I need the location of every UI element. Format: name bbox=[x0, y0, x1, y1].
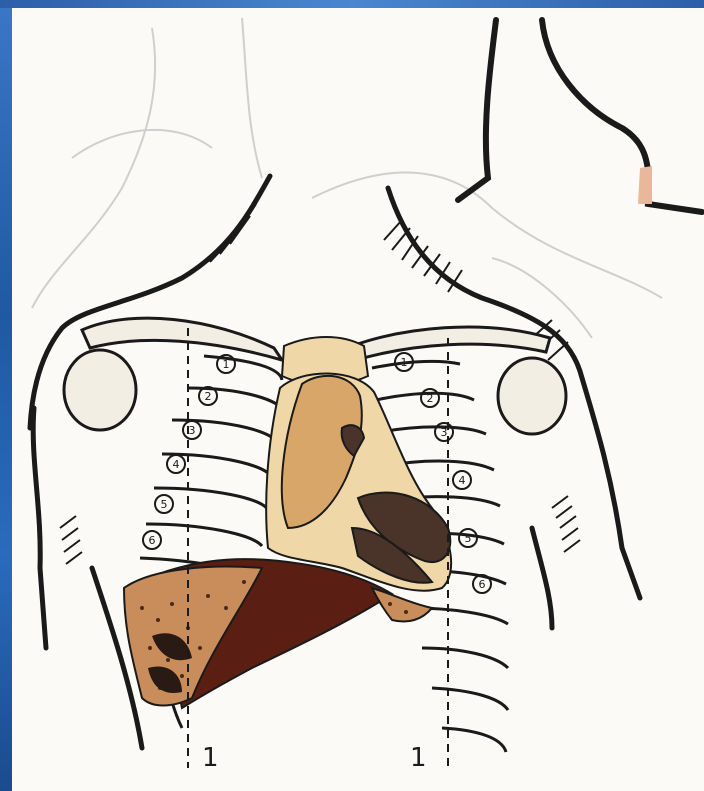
anatomical-diagram: 1 1 1 2 3 4 5 6 1 2 3 4 5 6 bbox=[12, 8, 704, 791]
inset-highlight bbox=[638, 166, 652, 204]
slide-frame-top bbox=[0, 0, 704, 8]
rib-number-right-4: 4 bbox=[173, 458, 180, 471]
shoulder-outline-inset bbox=[458, 20, 702, 212]
rib-number-left-1: 1 bbox=[401, 356, 408, 369]
rib-number-left-6: 6 bbox=[479, 578, 486, 591]
rib-number-left-2: 2 bbox=[427, 392, 434, 405]
slide-frame-left bbox=[0, 0, 12, 791]
rib-number-right-6: 6 bbox=[149, 534, 156, 547]
rib-number-right-3: 3 bbox=[189, 424, 196, 437]
rib-number-left-4: 4 bbox=[459, 474, 466, 487]
rib-number-right-5: 5 bbox=[161, 498, 168, 511]
midclavicular-label-left: 1 bbox=[410, 743, 427, 773]
rib-number-right-2: 2 bbox=[205, 390, 212, 403]
rib-number-right-1: 1 bbox=[223, 358, 230, 371]
faint-body-outline bbox=[32, 18, 662, 338]
rib-number-left-5: 5 bbox=[465, 532, 472, 545]
midclavicular-label-right: 1 bbox=[202, 743, 219, 773]
chest-illustration: 1 1 1 2 3 4 5 6 1 2 3 4 5 6 bbox=[12, 8, 704, 791]
rib-number-left-3: 3 bbox=[441, 426, 448, 439]
